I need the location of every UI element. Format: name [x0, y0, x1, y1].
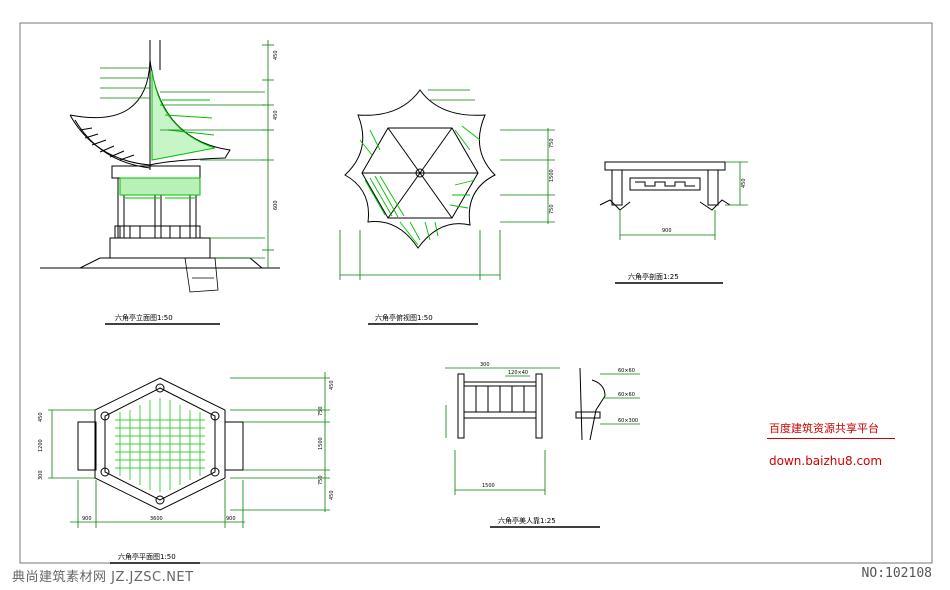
elevation-dim-top: 450	[273, 50, 279, 60]
floor-dim-bottom-3: 900	[226, 516, 236, 522]
floor-dim-right-3: 1500	[318, 437, 324, 450]
elevation-drawing	[40, 40, 280, 269]
watermark-site: 典尚建筑素材网 JZ.JZSC.NET	[12, 570, 194, 585]
roof-plan-dimensions	[339, 89, 555, 280]
bench-section-drawing	[599, 161, 731, 211]
floor-dim-right-4: 750	[318, 475, 324, 485]
floor-dim-left-3: 300	[38, 470, 44, 480]
roof-plan-green	[359, 125, 481, 246]
elevation-dimension-lines	[100, 40, 274, 268]
bench-section-dim-height: 450	[741, 178, 747, 188]
roof-plan-drawing	[344, 89, 496, 249]
bench-detail-dimensions	[445, 367, 640, 495]
bench-section-dimensions	[619, 161, 748, 240]
roof-dim-c: 750	[549, 204, 555, 214]
floor-dim-bottom-2: 3600	[150, 516, 163, 522]
elevation-foundation	[184, 257, 219, 293]
bench-detail-drawing	[457, 367, 606, 441]
stamp-title: 百度建筑资源共享平台	[769, 422, 879, 435]
floor-dim-right-5: 450	[329, 490, 335, 500]
elevation-dim-mid: 450	[273, 110, 279, 120]
roof-dim-b: 1500	[549, 169, 555, 182]
bench-detail-dim-5: 60×300	[618, 418, 638, 424]
bench-section-title: 六角亭剖面1:25	[628, 272, 679, 281]
elevation-dim-bottom: 600	[273, 200, 279, 210]
stamp-url: down.baizhu8.com	[769, 454, 883, 468]
floor-dim-right-2: 750	[318, 406, 324, 416]
sheet-border	[19, 22, 933, 564]
bench-detail-dim-4: 60×60	[618, 392, 635, 398]
floor-dim-bottom-1: 900	[82, 516, 92, 522]
floor-dim-left-1: 450	[38, 412, 44, 422]
floor-dim-right-1: 450	[329, 380, 335, 390]
stamp-divider	[767, 438, 895, 439]
elevation-green-fills	[119, 69, 216, 199]
roof-dim-a: 750	[549, 138, 555, 148]
floor-dim-left-2: 1200	[38, 439, 44, 452]
bench-detail-dim-6: 120×40	[508, 370, 528, 376]
bench-detail-title: 六角亭美人靠1:25	[498, 516, 556, 525]
bench-detail-dim-3: 60×60	[618, 368, 635, 374]
floor-plan-title: 六角亭平面图1:50	[118, 552, 176, 561]
watermark-number: NO:102108	[861, 566, 932, 581]
bench-section-dim-width: 900	[662, 228, 672, 234]
source-stamp: 百度建筑资源共享平台 down.baizhu8.com	[765, 414, 905, 484]
elevation-title: 六角亭立面图1:50	[115, 313, 173, 322]
bench-detail-dim-1: 300	[480, 362, 490, 368]
floor-plan-dimensions	[48, 372, 330, 528]
bench-detail-dim-2: 1500	[482, 483, 495, 489]
roof-plan-title: 六角亭俯视图1:50	[375, 313, 433, 322]
floor-plan-grid	[115, 398, 205, 492]
